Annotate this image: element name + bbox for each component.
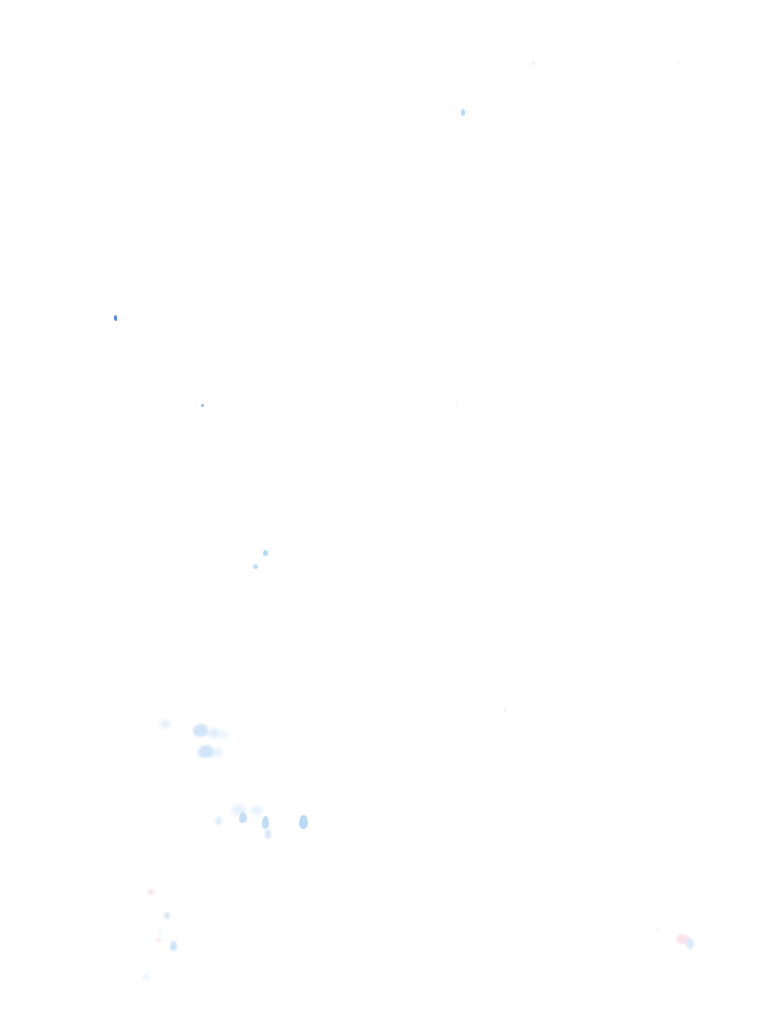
page-body-text bbox=[0, 0, 768, 1024]
blank-page-canvas bbox=[0, 0, 768, 1024]
